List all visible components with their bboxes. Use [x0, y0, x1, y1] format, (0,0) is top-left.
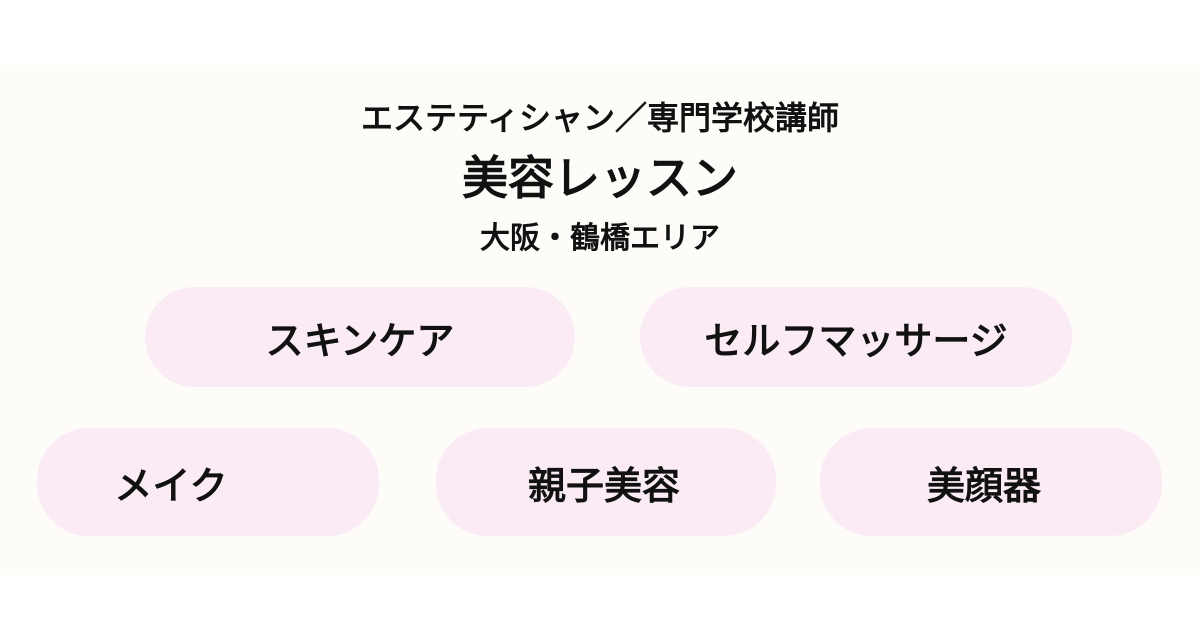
lesson-facial-device-button[interactable]: 美顔器 — [820, 428, 1162, 536]
lesson-label: セルフマッサージ — [704, 318, 1008, 363]
lesson-skincare-button[interactable]: スキンケア — [145, 287, 575, 387]
lesson-label: スキンケア — [265, 318, 455, 363]
lesson-self-massage-button[interactable]: セルフマッサージ — [640, 287, 1072, 387]
lesson-label: 美顔器 — [926, 463, 1041, 508]
lesson-label: メイク — [114, 463, 228, 508]
lesson-label: 親子美容 — [527, 463, 680, 508]
profession-subtitle: エステティシャン／専門学校講師 — [360, 99, 840, 137]
page-title: 美容レッスン — [462, 151, 738, 205]
lesson-makeup-button[interactable]: メイク — [37, 428, 379, 536]
lesson-parent-child-beauty-button[interactable]: 親子美容 — [436, 428, 776, 536]
area-label: 大阪・鶴橋エリア — [480, 221, 720, 256]
